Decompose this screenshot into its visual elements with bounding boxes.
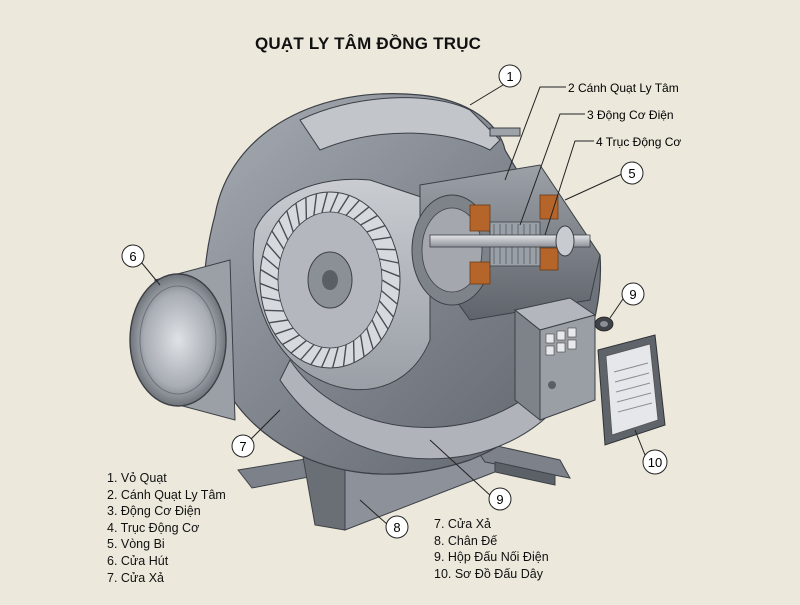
impeller-blade: [286, 210, 294, 233]
impeller-blade: [381, 279, 400, 292]
impeller-blade: [359, 334, 365, 358]
impeller: [259, 191, 401, 369]
impeller-blade: [259, 282, 279, 292]
callout-2-label: 2 Cánh Quạt Ly Tâm: [568, 81, 679, 95]
legend-item: 10. Sơ Đồ Đấu Dây: [434, 566, 543, 581]
impeller-blade: [313, 193, 318, 216]
impeller-blade: [268, 319, 289, 324]
leader-lines: [140, 81, 646, 526]
callout-8: 8: [385, 515, 409, 539]
impeller-blade: [271, 230, 285, 250]
motor: [411, 164, 601, 321]
callout-3-label: 3 Động Cơ Điện: [587, 108, 674, 122]
callout-1: 1: [498, 64, 522, 88]
svg-text:10: 10: [648, 455, 662, 470]
impeller-blade: [260, 268, 279, 281]
svg-text:7: 7: [239, 439, 246, 454]
legend-item: 7. Cửa Xả: [107, 570, 165, 585]
impeller-blade: [345, 199, 360, 216]
impeller-blade: [262, 255, 280, 270]
impeller-blade: [378, 300, 395, 318]
svg-text:9: 9: [629, 287, 636, 302]
impeller-blade: [331, 347, 339, 369]
legend-item: 8. Chân Đế: [434, 533, 498, 548]
legend-item: 9. Hộp Đấu Nối Điện: [434, 550, 549, 565]
impeller-blade: [274, 327, 294, 335]
impeller-blade: [379, 258, 399, 264]
legend-right: 7. Cửa Xả 8. Chân Đế 9. Hộp Đấu Nối Điện…: [434, 516, 549, 582]
impeller-blade: [371, 236, 392, 241]
callout-5: 5: [620, 161, 644, 185]
legend-item: 1. Vỏ Quạt: [107, 471, 167, 485]
impeller-blade: [265, 242, 282, 260]
svg-text:8: 8: [393, 520, 400, 535]
callout-9-right: 9: [621, 282, 645, 306]
callout-6: 6: [121, 244, 145, 268]
impeller-blade: [337, 195, 350, 214]
impeller-blade: [278, 219, 289, 241]
impeller-blade: [321, 191, 329, 213]
callout-10: 10: [642, 449, 668, 475]
impeller-blade: [366, 327, 374, 350]
impeller-blade: [300, 344, 315, 361]
svg-text:5: 5: [628, 166, 635, 181]
wiring-diagram-cover: [597, 334, 666, 446]
diagram-title: QUẠT LY TÂM ĐỒNG TRỤC: [255, 34, 482, 53]
impeller-blade: [381, 268, 401, 278]
impeller-blade: [295, 202, 301, 226]
impeller-blade: [353, 206, 370, 220]
legend-item: 4. Trục Động Cơ: [107, 520, 200, 535]
impeller-blade: [305, 197, 308, 220]
impeller-blade: [360, 214, 378, 226]
impeller-blade: [366, 225, 386, 233]
legend-left: 1. Vỏ Quạt 2. Cánh Quạt Ly Tâm 3. Động C…: [107, 470, 226, 586]
junction-box: [513, 297, 614, 422]
inlet: [129, 259, 236, 421]
impeller-blade: [376, 248, 396, 251]
impeller-blade: [261, 296, 281, 302]
legend-item: 6. Cửa Hút: [107, 553, 169, 568]
callout-4-label: 4 Trục Động Cơ: [596, 135, 681, 149]
legend-item: 7. Cửa Xả: [434, 517, 492, 531]
impeller-blade: [282, 334, 300, 346]
impeller-blade: [371, 319, 382, 341]
impeller-blade: [290, 340, 307, 354]
callout-9-bottom: 9: [488, 487, 512, 511]
legend-item: 2. Cánh Quạt Ly Tâm: [107, 487, 226, 502]
svg-text:6: 6: [129, 249, 136, 264]
legend-item: 3. Động Cơ Điện: [107, 504, 201, 519]
svg-text:1: 1: [506, 69, 513, 84]
impeller-blade: [320, 347, 331, 368]
impeller-blade: [352, 340, 355, 363]
callout-7: 7: [231, 434, 255, 458]
svg-text:9: 9: [496, 492, 503, 507]
impeller-blade: [342, 344, 347, 367]
impeller-blade: [264, 309, 284, 312]
legend-item: 5. Vòng Bi: [107, 537, 165, 552]
impeller-blade: [329, 192, 340, 213]
impeller-blade: [375, 310, 389, 330]
impeller-blade: [380, 290, 398, 305]
impeller-blade: [310, 346, 323, 365]
